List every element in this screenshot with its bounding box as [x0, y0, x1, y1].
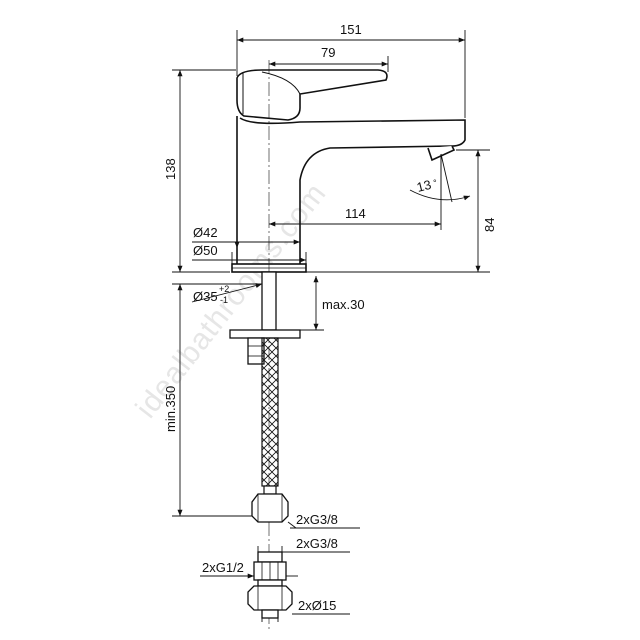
label-min350: min.350	[163, 386, 178, 432]
mounting-assembly	[229, 271, 301, 365]
label-tol-minus: -1	[220, 295, 228, 305]
label-13-degree: °	[433, 178, 437, 188]
angle-valve	[247, 551, 293, 619]
label-g12: 2xG1/2	[202, 560, 244, 575]
label-diameter-50: Ø50	[193, 243, 218, 258]
label-diameter-42: Ø42	[193, 225, 218, 240]
label-g38-hose: 2xG3/8	[296, 512, 338, 527]
label-diameter-15: 2xØ15	[298, 598, 336, 613]
dim-arc-13	[409, 189, 471, 201]
label-79: 79	[321, 45, 335, 60]
flexible-hose	[251, 337, 289, 523]
dim-line-35	[191, 283, 263, 303]
label-max30: max.30	[322, 297, 365, 312]
label-g38-valve: 2xG3/8	[296, 536, 338, 551]
label-diameter-35: Ø35	[193, 289, 218, 304]
label-151: 151	[340, 22, 362, 37]
label-84: 84	[482, 218, 497, 232]
label-tol-plus: +2	[219, 284, 229, 294]
label-138: 138	[163, 158, 178, 180]
watermark: idealbathrooms.com	[130, 177, 333, 424]
label-13: 13	[415, 177, 433, 195]
label-114: 114	[345, 206, 366, 221]
